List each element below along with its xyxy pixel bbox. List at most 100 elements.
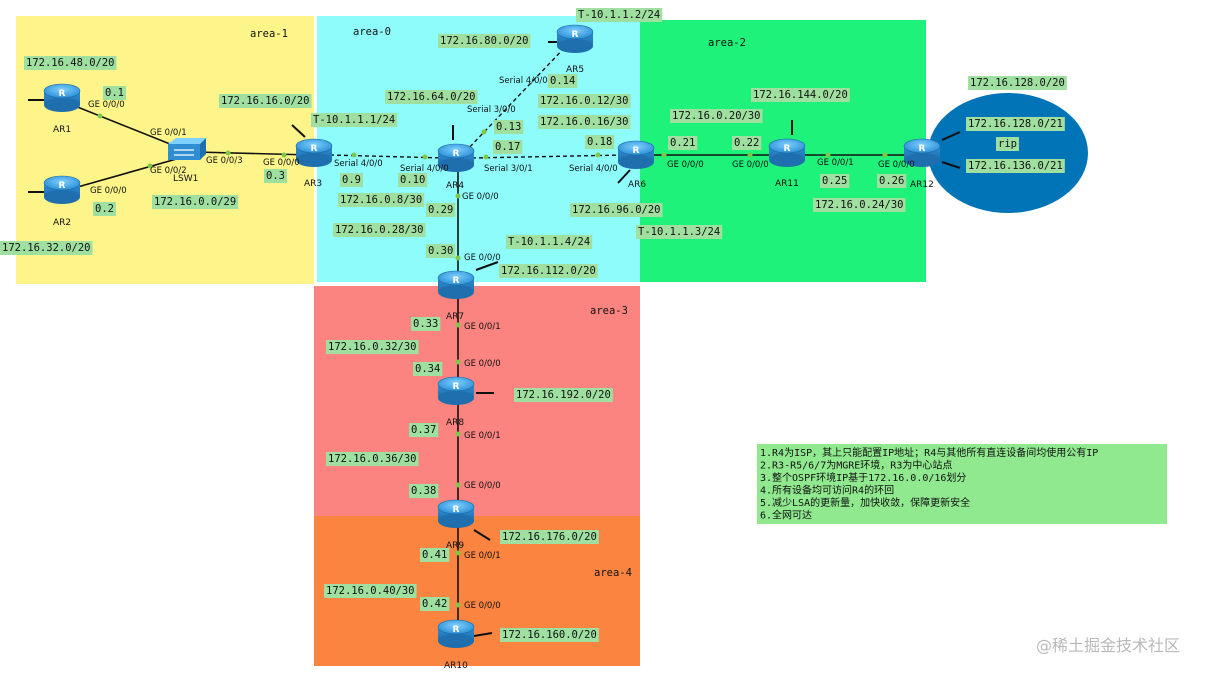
host-address-label: 0.2	[95, 203, 114, 215]
ar7-name: AR7	[446, 312, 464, 322]
router-ar7[interactable]	[437, 270, 475, 300]
label-background	[326, 452, 419, 466]
label-background	[570, 203, 663, 217]
label-background	[585, 135, 615, 149]
label-background	[966, 159, 1065, 173]
host-address-label: 0.9	[342, 174, 361, 186]
ar2-name: AR2	[53, 218, 71, 228]
label-background	[409, 484, 439, 498]
note-line: 4.所有设备均可访问R4的环回	[760, 484, 894, 497]
subnet-label: 172.16.96.0/20	[572, 204, 661, 216]
router-ar5[interactable]	[556, 24, 594, 54]
port-label: Serial 3/0/1	[484, 164, 533, 174]
subnet-label: 172.16.64.0/20	[387, 91, 476, 103]
ar10-name: AR10	[444, 661, 468, 671]
ar9-name: AR9	[446, 541, 464, 551]
port-label: GE 0/0/1	[817, 158, 854, 168]
label-background	[264, 169, 287, 183]
router-ar1[interactable]	[43, 83, 81, 113]
note-line: 1.R4为ISP，其上只能配置IP地址；R4与其他所有直连设备间均使用公有IP	[760, 446, 1098, 459]
host-address-label: 0.14	[550, 75, 575, 87]
subnet-label: 172.16.128.0/21	[968, 118, 1063, 130]
note-line: 3.整个OSPF环境IP基于172.16.0.0/16划分	[760, 471, 966, 484]
ar4-name: AR4	[446, 181, 464, 191]
host-address-label: 0.13	[496, 121, 521, 133]
port-label: Serial 4/0/0	[334, 159, 383, 169]
host-address-label: 0.33	[413, 318, 438, 330]
label-background	[385, 90, 478, 104]
tunnel-label: T-10.1.1.2/24	[578, 9, 660, 21]
router-ar3[interactable]	[295, 138, 333, 168]
port-label: Serial 3/0/0	[467, 105, 516, 115]
router-ar6[interactable]	[617, 140, 655, 170]
port-label: GE 0/0/0	[90, 186, 127, 196]
stub-lines	[28, 41, 961, 637]
tunnel-label: T-10.1.1.1/24	[313, 114, 395, 126]
label-background	[152, 195, 239, 209]
label-background	[420, 548, 450, 562]
router-ar9[interactable]	[437, 499, 475, 529]
host-address-label: 0.34	[415, 363, 440, 375]
area-1-label: area-1	[250, 28, 288, 40]
label-background	[820, 174, 850, 188]
label-background	[398, 173, 428, 187]
label-background	[576, 8, 663, 22]
label-background	[333, 223, 426, 237]
subnet-label: 172.16.176.0/20	[502, 531, 597, 543]
subnet-label: 172.16.192.0/20	[516, 389, 611, 401]
label-background	[813, 198, 906, 212]
label-background	[996, 137, 1019, 151]
port-label: Serial 4/0/0	[569, 164, 618, 174]
router-ar8[interactable]	[437, 376, 475, 406]
subnet-label: 172.16.112.0/20	[501, 265, 596, 277]
router-ar2[interactable]	[43, 175, 81, 205]
switch-lsw1[interactable]	[167, 137, 207, 161]
ar12-name: AR12	[910, 180, 934, 190]
host-address-label: 0.25	[822, 175, 847, 187]
port-label: GE 0/0/0	[464, 601, 501, 611]
label-background	[93, 202, 116, 216]
label-background	[636, 225, 723, 239]
label-background	[751, 88, 850, 102]
router-ar10[interactable]	[437, 619, 475, 649]
port-label: GE 0/0/0	[464, 253, 501, 263]
host-address-label: 0.1	[105, 87, 124, 99]
subnet-label: 172.16.0.24/30	[815, 199, 904, 211]
port-label: GE 0/0/0	[667, 160, 704, 170]
subnet-label: 172.16.0.32/30	[328, 341, 417, 353]
port-label: GE 0/0/0	[464, 481, 501, 491]
host-address-label: 0.17	[495, 141, 520, 153]
subnet-label: 172.16.80.0/20	[440, 35, 529, 47]
subnet-label: 172.16.0.12/30	[540, 95, 629, 107]
port-label: GE 0/0/2	[150, 166, 187, 176]
label-background	[409, 423, 439, 437]
label-background	[324, 584, 417, 598]
ar8-name: AR8	[446, 418, 464, 428]
notes-list: 1.R4为ISP，其上只能配置IP地址；R4与其他所有直连设备间均使用公有IP2…	[760, 446, 1098, 522]
label-background	[494, 120, 524, 134]
port-dots	[97, 113, 888, 608]
label-background	[438, 34, 531, 48]
host-address-label: 0.37	[411, 424, 436, 436]
host-address-label: 0.42	[422, 598, 447, 610]
host-address-label: 0.22	[734, 137, 759, 149]
ar5-name: AR5	[566, 65, 584, 75]
subnet-label: 172.16.160.0/20	[502, 629, 597, 641]
router-ar11[interactable]	[768, 138, 806, 168]
label-background	[538, 115, 631, 129]
subnet-label: 172.16.48.0/20	[26, 57, 115, 69]
label-background	[411, 317, 441, 331]
port-label: Serial 4/0/0	[400, 164, 449, 174]
subnet-label: 172.16.128.0/20	[970, 77, 1065, 89]
label-background	[0, 241, 93, 255]
subnet-label: 172.16.136.0/21	[968, 160, 1063, 172]
subnet-label: 172.16.32.0/20	[2, 242, 91, 254]
port-label: GE 0/0/0	[464, 359, 501, 369]
tunnel-label: T-10.1.1.4/24	[508, 236, 590, 248]
label-background	[668, 136, 698, 150]
subnet-label: 172.16.0.36/30	[328, 453, 417, 465]
label-background	[413, 362, 443, 376]
host-address-label: 0.26	[879, 175, 904, 187]
label-background	[499, 264, 598, 278]
